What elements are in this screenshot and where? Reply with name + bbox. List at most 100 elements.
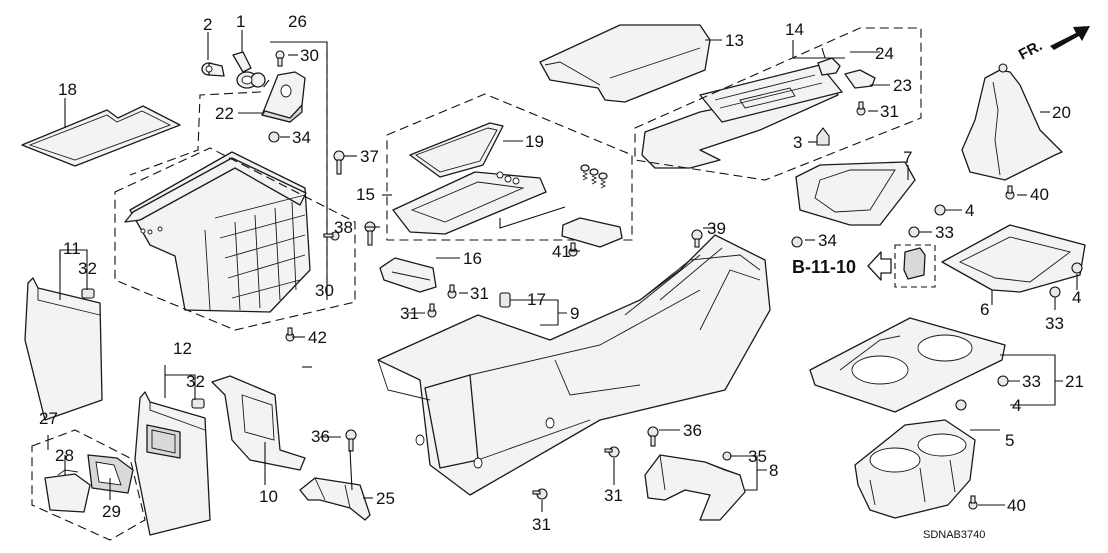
callout-34-left: 34 (292, 128, 311, 147)
callout-14: 14 (785, 20, 804, 39)
screw-icon (691, 229, 703, 248)
callout-21: 21 (1065, 372, 1084, 391)
callout-42: 42 (308, 328, 327, 347)
callout-33-panel: 33 (1022, 372, 1041, 391)
part-19-tray-mat[interactable] (409, 122, 504, 178)
part-25-stay[interactable] (299, 477, 371, 521)
part-29-outlet-housing[interactable] (87, 454, 134, 494)
callout-32-left: 32 (78, 259, 97, 278)
nut-icon (791, 236, 803, 248)
part-6-shift-panel-lower[interactable] (941, 224, 1086, 293)
callout-37: 37 (360, 147, 379, 166)
part-13-armrest-lid[interactable] (539, 24, 711, 103)
front-direction-indicator: FR. (1016, 26, 1090, 64)
callout-36-left: 36 (311, 427, 330, 446)
nut-icon (722, 451, 732, 461)
callout-19: 19 (525, 132, 544, 151)
part-28-outlet-lid[interactable] (44, 469, 91, 513)
callout-40-top: 40 (1030, 185, 1049, 204)
part-24-latch[interactable] (817, 57, 841, 76)
part-shift-switch[interactable] (903, 247, 926, 280)
callout-5: 5 (1005, 431, 1014, 450)
callout-41: 41 (552, 242, 571, 261)
part-7-shift-panel-upper[interactable] (795, 161, 916, 226)
clip-icon (1049, 286, 1061, 298)
clip-icon (908, 226, 920, 238)
part-12-side-cover[interactable] (134, 391, 211, 536)
callout-35: 35 (748, 447, 767, 466)
callout-30-mid: 30 (315, 281, 334, 300)
callout-29: 29 (102, 502, 121, 521)
part-11-side-cover[interactable] (24, 277, 103, 421)
callout-1: 1 (236, 12, 245, 31)
callout-38: 38 (334, 218, 353, 237)
part-22-socket-bracket[interactable] (261, 71, 306, 123)
callout-26: 26 (288, 12, 307, 31)
part-16-hinge[interactable] (379, 257, 437, 293)
clip-icon (997, 375, 1009, 387)
callout-3: 3 (793, 133, 802, 152)
part-21-cup-holder-panel[interactable] (809, 317, 1006, 413)
callout-31-body-left: 31 (532, 515, 551, 534)
bolt-icon (364, 221, 376, 246)
callout-33-right: 33 (1045, 314, 1064, 333)
callout-31-hinge-lower: 31 (400, 304, 419, 323)
dash-15-group (386, 93, 633, 241)
callout-12: 12 (173, 339, 192, 358)
bolt-icon (333, 150, 345, 175)
callout-27: 27 (39, 409, 58, 428)
callout-39: 39 (707, 219, 726, 238)
pin-icon (499, 292, 511, 308)
part-20-shift-boot[interactable] (961, 63, 1063, 181)
callout-22: 22 (215, 104, 234, 123)
front-label: FR. (1016, 37, 1045, 63)
part-springs[interactable] (580, 164, 608, 189)
leader-lines (47, 30, 1078, 512)
clip-icon (81, 288, 95, 299)
screw-icon (604, 446, 620, 458)
callout-6: 6 (980, 300, 989, 319)
callout-2: 2 (203, 15, 212, 34)
dash-socket-group (129, 79, 270, 176)
part-10-rear-bracket[interactable] (211, 375, 306, 471)
part-14-armrest-base[interactable] (641, 64, 843, 169)
part-23-lock-catch[interactable] (844, 69, 876, 89)
screw-icon (568, 242, 578, 257)
callout-7: 7 (903, 148, 912, 167)
callout-18: 18 (58, 80, 77, 99)
clip-icon (934, 204, 946, 216)
screw-icon (532, 488, 548, 500)
callout-34-right: 34 (818, 231, 837, 250)
hollow-arrow-left-icon (867, 251, 892, 281)
dash-27-group (31, 429, 146, 541)
screw-icon (285, 327, 295, 342)
part-8-bracket[interactable] (644, 454, 746, 521)
nut-icon (268, 131, 280, 143)
clip-icon (816, 127, 830, 146)
clip-icon (955, 399, 967, 411)
callout-11: 11 (63, 239, 81, 258)
part-tray-latch[interactable] (561, 217, 623, 248)
callout-32-right: 32 (186, 372, 205, 391)
part-15-tray[interactable] (392, 171, 547, 235)
callout-28: 28 (55, 446, 74, 465)
callout-9: 9 (570, 304, 579, 323)
callout-25: 25 (376, 489, 395, 508)
drawing-code: SDNAB3740 (923, 529, 985, 541)
cross-reference-label[interactable]: B-11-10 (792, 257, 856, 277)
callout-8: 8 (769, 461, 778, 480)
dash-14-group (634, 27, 922, 181)
part-9-console-body[interactable] (377, 234, 771, 496)
callout-40-bottom: 40 (1007, 496, 1026, 515)
screw-icon (447, 284, 457, 299)
callout-36-right: 36 (683, 421, 702, 440)
callout-31-body-right: 31 (604, 486, 623, 505)
dash-b-11-10-box (894, 244, 936, 288)
part-5-cup-holder[interactable] (854, 419, 976, 519)
part-2-socket[interactable] (201, 62, 225, 77)
screw-icon (968, 495, 978, 510)
part-18-mat[interactable] (21, 105, 181, 167)
part-1-socket-cap[interactable] (232, 51, 266, 89)
part-console-storage-bin[interactable] (124, 151, 311, 313)
